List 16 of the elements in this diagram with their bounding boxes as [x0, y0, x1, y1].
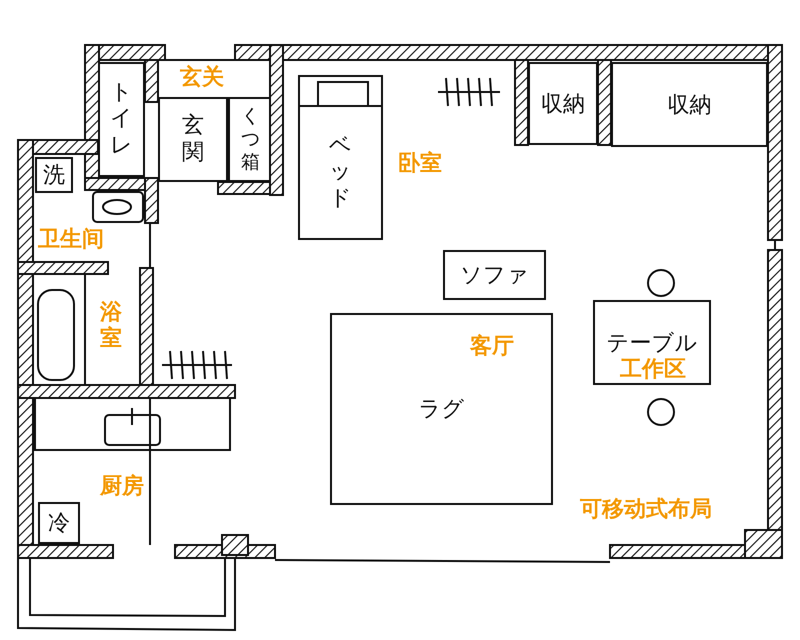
- room-label: 玄关: [180, 66, 224, 90]
- storage-closet: 収納: [528, 62, 598, 145]
- sofa: ソファ: [443, 250, 546, 300]
- room-label: 可移动式布局: [580, 498, 712, 522]
- room-label: 厨房: [100, 475, 144, 500]
- bed: ベッド: [298, 75, 383, 240]
- entrance-area: 玄関: [158, 97, 228, 182]
- room-label: 工作区: [620, 358, 686, 382]
- refrigerator-box: 冷: [38, 502, 80, 544]
- storage-closet: 収納: [611, 62, 768, 147]
- room-label: 卫生间: [38, 228, 104, 252]
- room-label: 浴室: [100, 300, 123, 353]
- room-label: 卧室: [398, 152, 442, 176]
- toilet-room: トイレ: [98, 62, 145, 177]
- washing-machine-box: 洗: [35, 157, 73, 193]
- room-label: 客厅: [470, 335, 514, 360]
